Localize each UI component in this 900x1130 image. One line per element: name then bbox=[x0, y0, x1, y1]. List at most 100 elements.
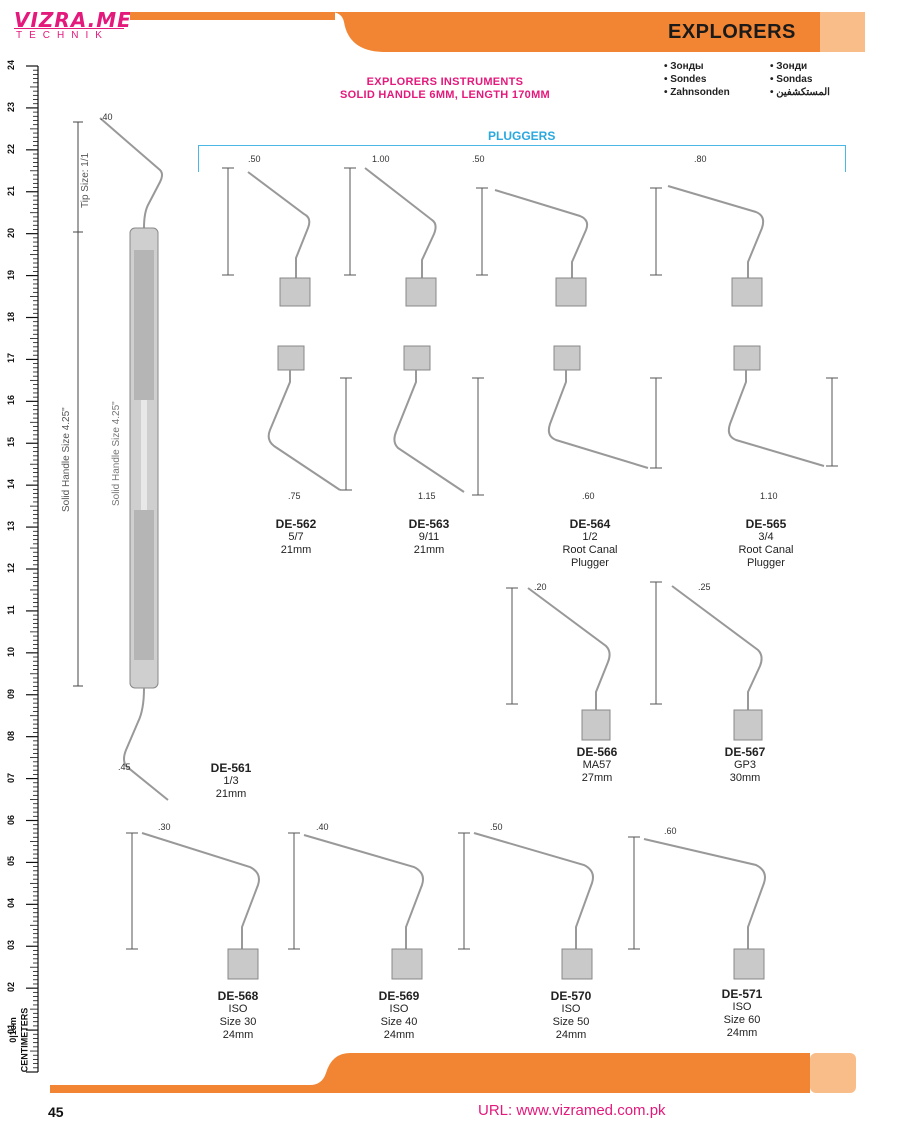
product-code: DE-567 bbox=[724, 745, 766, 759]
ruler-number: 03 bbox=[6, 940, 17, 951]
de564-bottom-tip: .60 bbox=[582, 491, 595, 501]
ruler-number: 05 bbox=[6, 856, 17, 867]
product-detail: 24mm bbox=[383, 1029, 415, 1041]
product-detail: GP3 bbox=[733, 759, 756, 771]
product-detail: Size 50 bbox=[552, 1016, 590, 1028]
product-de564: DE-564 1/2 Root Canal Plugger bbox=[535, 518, 645, 570]
ruler-number: 16 bbox=[6, 395, 17, 406]
de562-top-tip: .50 bbox=[248, 154, 261, 164]
ruler-number: 10 bbox=[6, 646, 17, 657]
product-code: DE-570 bbox=[550, 989, 592, 1003]
de563-bottom-tip: 1.15 bbox=[418, 491, 436, 501]
de564-top-tip: .50 bbox=[472, 154, 485, 164]
centimeter-ruler bbox=[26, 65, 39, 1073]
ruler-number: 24 bbox=[6, 59, 17, 71]
product-detail: 24mm bbox=[726, 1027, 758, 1039]
language-list-right: Зонди Sondas المستكشفين bbox=[770, 60, 830, 99]
ruler-number: 02 bbox=[6, 982, 17, 993]
product-code: DE-563 bbox=[408, 517, 450, 531]
product-detail: 30mm bbox=[729, 772, 761, 784]
de566-top-tip: .20 bbox=[534, 582, 547, 592]
language-list-left: Зонды Sondes Zahnsonden bbox=[664, 60, 730, 99]
product-detail: 21mm bbox=[280, 544, 312, 556]
header-bar bbox=[130, 12, 865, 52]
language-item: Sondes bbox=[664, 73, 730, 86]
de565-bottom-tip: 1.10 bbox=[760, 491, 778, 501]
ruler-number: 08 bbox=[6, 730, 17, 741]
ruler-number: 23 bbox=[6, 101, 17, 112]
de569-top-tip: .40 bbox=[316, 822, 329, 832]
de565-top-tip: .80 bbox=[694, 154, 707, 164]
de563-top-tip: 1.00 bbox=[372, 154, 390, 164]
product-de569: DE-569 ISO Size 40 24mm bbox=[344, 990, 454, 1042]
de568-top-tip: .30 bbox=[158, 822, 171, 832]
tip-size-label: Tip Size: 1/1 bbox=[80, 152, 91, 208]
section-label-pluggers: PLUGGERS bbox=[488, 129, 556, 143]
ruler-number: 20 bbox=[6, 227, 17, 238]
product-detail: ISO bbox=[389, 1003, 409, 1015]
language-item: المستكشفين bbox=[770, 86, 830, 99]
de570-drawing bbox=[458, 832, 594, 980]
product-detail: ISO bbox=[228, 1003, 248, 1015]
de561-top-tip-size: .40 bbox=[100, 112, 113, 122]
product-detail: Size 40 bbox=[380, 1016, 418, 1028]
language-item: Sondas bbox=[770, 73, 830, 86]
product-code: DE-566 bbox=[576, 745, 618, 759]
ruler-number: 17 bbox=[6, 353, 17, 364]
product-de567: DE-567 GP3 30mm bbox=[690, 746, 800, 785]
instrument-de561-drawing bbox=[73, 117, 169, 801]
de568-drawing bbox=[126, 832, 260, 980]
ruler-first-cm-label: 0|1cm bbox=[7, 1017, 18, 1043]
product-detail: 9/11 bbox=[418, 531, 440, 543]
ruler-number: 09 bbox=[6, 688, 17, 699]
product-code: DE-565 bbox=[745, 517, 787, 531]
catalog-subtitle-line-1: EXPLORERS INSTRUMENTS bbox=[366, 76, 524, 88]
pluggers-bracket bbox=[198, 145, 846, 172]
product-code: DE-564 bbox=[569, 517, 611, 531]
product-de562: DE-562 5/7 21mm bbox=[241, 518, 351, 557]
ruler-number: 21 bbox=[6, 185, 17, 196]
solid-handle-size-inner: Solid Handle Size 4.25" bbox=[111, 401, 122, 506]
solid-handle-size-outer: Solid Handle Size 4.25" bbox=[61, 407, 72, 512]
ruler-number: 19 bbox=[6, 269, 17, 280]
ruler-unit-label: CENTIMETERS bbox=[19, 1007, 30, 1073]
product-de566: DE-566 MA57 27mm bbox=[542, 746, 652, 785]
product-detail: 1/2 bbox=[582, 531, 598, 543]
page-number: 45 bbox=[48, 1104, 64, 1120]
product-code: DE-569 bbox=[378, 989, 420, 1003]
de571-drawing bbox=[628, 836, 766, 980]
logo-underline bbox=[14, 28, 124, 29]
ruler-number: 11 bbox=[5, 605, 16, 615]
product-detail: 27mm bbox=[581, 772, 613, 784]
product-de565: DE-565 3/4 Root Canal Plugger bbox=[711, 518, 821, 570]
product-detail: ISO bbox=[561, 1003, 581, 1015]
de562-bottom-tip: .75 bbox=[288, 491, 301, 501]
page-title: EXPLORERS bbox=[668, 21, 796, 43]
de561-bottom-tip-size: .45 bbox=[118, 762, 131, 772]
product-detail: 5/7 bbox=[288, 531, 304, 543]
product-code: DE-562 bbox=[275, 517, 317, 531]
ruler-number: 13 bbox=[6, 521, 17, 532]
ruler-number: 15 bbox=[6, 437, 17, 448]
plugger-row-drawings bbox=[222, 167, 838, 496]
product-detail: 21mm bbox=[215, 788, 247, 800]
product-detail: ISO bbox=[732, 1001, 752, 1013]
product-de570: DE-570 ISO Size 50 24mm bbox=[516, 990, 626, 1042]
product-de568: DE-568 ISO Size 30 24mm bbox=[183, 990, 293, 1042]
product-de571: DE-571 ISO Size 60 24mm bbox=[687, 988, 797, 1040]
footer-bar bbox=[50, 1053, 856, 1093]
de566-de567-drawings bbox=[506, 581, 763, 741]
product-de563: DE-563 9/11 21mm bbox=[374, 518, 484, 557]
de569-drawing bbox=[288, 832, 424, 980]
ruler-number: 14 bbox=[6, 479, 17, 490]
product-detail: Root Canal bbox=[738, 544, 794, 556]
de571-top-tip: .60 bbox=[664, 826, 677, 836]
product-detail: 1/3 bbox=[223, 775, 239, 787]
product-detail: 21mm bbox=[413, 544, 445, 556]
ruler-number: 06 bbox=[6, 814, 17, 825]
product-detail: MA57 bbox=[582, 759, 612, 771]
product-de561: DE-561 1/3 21mm bbox=[176, 762, 286, 801]
ruler-number: 22 bbox=[6, 143, 17, 154]
product-detail: 24mm bbox=[555, 1029, 587, 1041]
ruler-number: 07 bbox=[6, 772, 17, 783]
